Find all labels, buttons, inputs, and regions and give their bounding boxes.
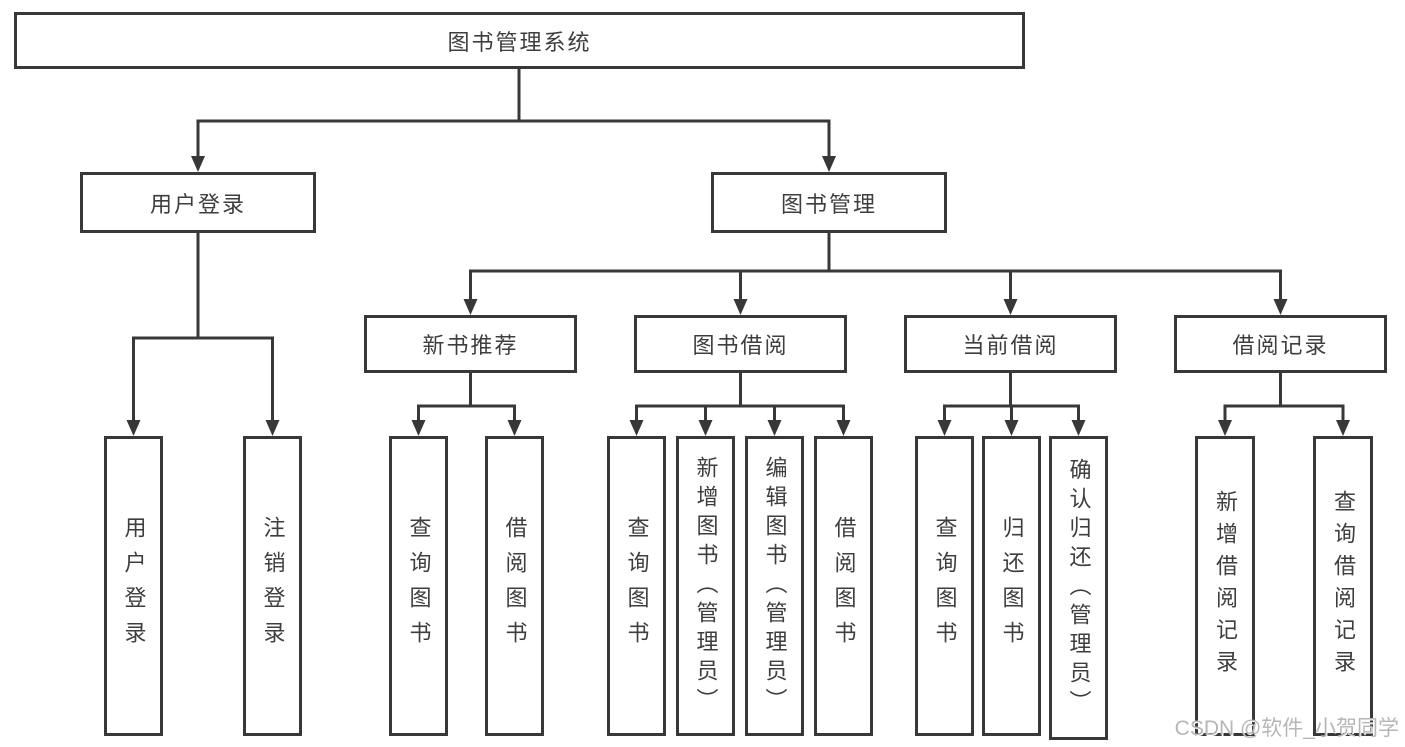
- leaf-borrow-books: 借阅图书: [814, 436, 873, 736]
- leaf-user-login-label: 用户登录: [121, 516, 147, 656]
- leaf-query-borrow-record: 查询借阅记录: [1313, 436, 1373, 736]
- node-user-login: 用户登录: [80, 172, 316, 233]
- node-book-borrow: 图书借阅: [634, 315, 847, 373]
- leaf-add-books-admin: 新增图书（管理员）: [676, 436, 735, 736]
- node-borrow-records-label: 借阅记录: [1232, 333, 1329, 358]
- leaf-query-books-borrow: 查询图书: [607, 436, 666, 736]
- node-book-management-label: 图书管理: [780, 191, 877, 217]
- leaf-edit-books-admin-label: 编辑图书（管理员）: [762, 455, 788, 717]
- leaf-query-books-current: 查询图书: [915, 436, 974, 736]
- leaf-add-books-admin-label: 新增图书（管理员）: [693, 455, 719, 717]
- leaf-add-borrow-record: 新增借阅记录: [1195, 436, 1255, 736]
- node-root: 图书管理系统: [14, 12, 1025, 69]
- leaf-borrow-books-recommend-label: 借阅图书: [502, 516, 528, 656]
- leaf-confirm-return-admin: 确认归还（管理员）: [1049, 436, 1108, 740]
- leaf-confirm-return-admin-label: 确认归还（管理员）: [1066, 457, 1092, 719]
- leaf-return-books: 归还图书: [982, 436, 1041, 736]
- node-new-book-recommend: 新书推荐: [364, 315, 577, 373]
- leaf-query-books-recommend-label: 查询图书: [406, 516, 432, 656]
- node-book-management: 图书管理: [711, 172, 947, 233]
- leaf-user-login: 用户登录: [104, 436, 163, 736]
- node-user-login-label: 用户登录: [149, 191, 246, 217]
- node-current-borrow: 当前借阅: [904, 315, 1117, 373]
- node-root-label: 图书管理系统: [447, 29, 592, 55]
- node-new-book-recommend-label: 新书推荐: [422, 333, 519, 358]
- leaf-query-borrow-record-label: 查询借阅记录: [1331, 490, 1356, 682]
- leaf-logout-label: 注销登录: [260, 516, 286, 656]
- leaf-query-books-recommend: 查询图书: [389, 436, 448, 736]
- node-current-borrow-label: 当前借阅: [962, 333, 1059, 358]
- leaf-borrow-books-recommend: 借阅图书: [485, 436, 544, 736]
- leaf-borrow-books-label: 借阅图书: [831, 516, 857, 656]
- leaf-edit-books-admin: 编辑图书（管理员）: [745, 436, 804, 736]
- watermark: CSDN @软件_小贺同学: [1174, 717, 1399, 740]
- leaf-logout: 注销登录: [243, 436, 302, 736]
- leaf-add-borrow-record-label: 新增借阅记录: [1213, 490, 1238, 682]
- leaf-query-books-current-label: 查询图书: [932, 516, 958, 656]
- node-borrow-records: 借阅记录: [1174, 315, 1387, 373]
- leaf-return-books-label: 归还图书: [999, 516, 1025, 656]
- node-book-borrow-label: 图书借阅: [692, 333, 789, 358]
- leaf-query-books-borrow-label: 查询图书: [624, 516, 650, 656]
